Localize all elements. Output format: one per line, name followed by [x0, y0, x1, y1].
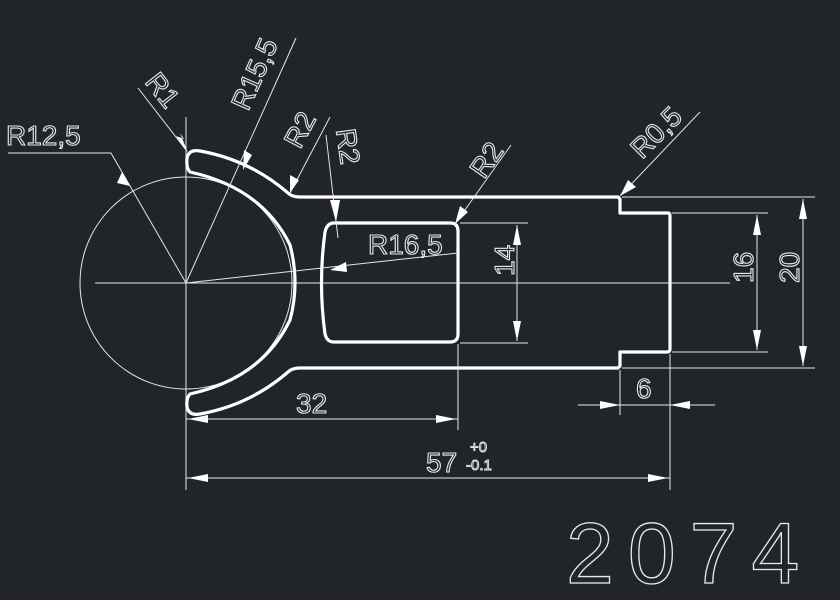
label-r2-outer: R2	[278, 107, 322, 153]
part-number: 2074	[566, 506, 813, 600]
dimension-14: 14	[489, 245, 520, 276]
label-r12-5: R12,5	[6, 120, 81, 151]
dimension-6: 6	[636, 373, 652, 404]
label-r2-slot-right: R2	[464, 136, 510, 183]
dimension-57: 57	[426, 447, 457, 478]
slot-outline	[319, 221, 460, 344]
label-r0-5: R0,5	[624, 100, 688, 164]
label-r15-5: R15,5	[225, 34, 284, 115]
dimension-32: 32	[296, 388, 327, 419]
dimension-lines	[185, 196, 815, 490]
dimension-20: 20	[774, 252, 805, 283]
dimension-57-tolerance-lower: -0.1	[466, 457, 492, 474]
radius-leaders	[8, 37, 701, 284]
dimension-57-tolerance-upper: +0	[470, 439, 487, 456]
label-r1: R1	[139, 67, 185, 114]
label-r16-5: R16,5	[368, 229, 443, 260]
label-r2-slot-left: R2	[330, 127, 366, 167]
part-outline	[185, 149, 672, 416]
dimension-16: 16	[728, 252, 759, 283]
